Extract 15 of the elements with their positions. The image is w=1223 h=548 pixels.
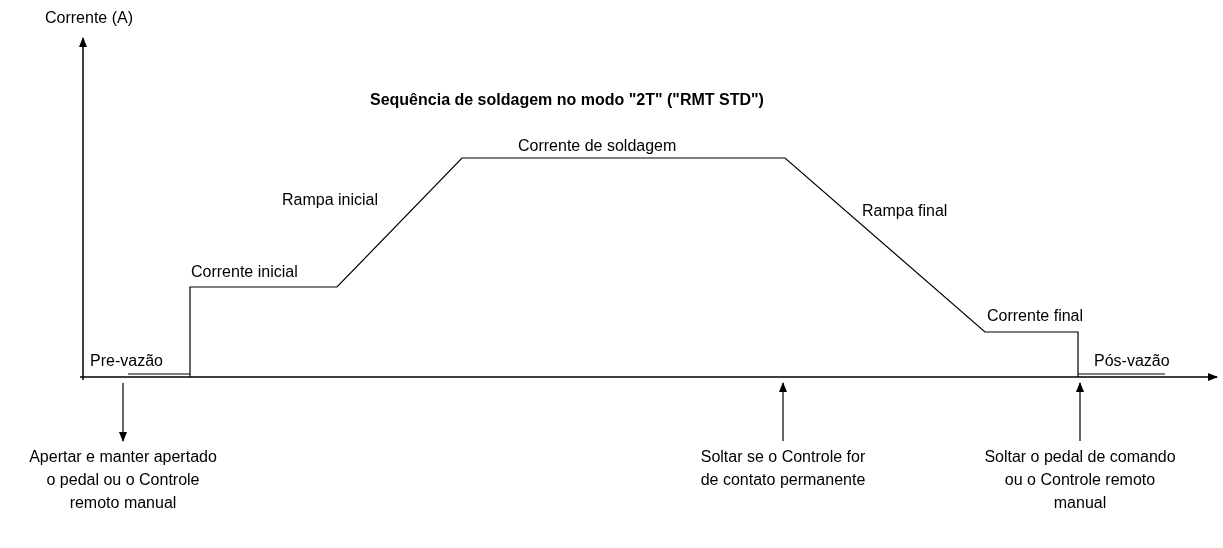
arrow xyxy=(1076,382,1084,442)
instruction-text: Soltar se o Controle for de contato permanente xyxy=(693,445,873,491)
arrow xyxy=(119,382,127,442)
instruction-text: Apertar e manter apertado o pedal ou o Controle remoto manual xyxy=(23,445,223,514)
segment-label: Corrente inicial xyxy=(191,262,298,281)
segment-label: Rampa final xyxy=(862,201,948,220)
axis-label: Corrente (A) xyxy=(45,8,134,27)
instruction-text: Soltar o pedal de comando ou o Controle remoto manual xyxy=(977,445,1183,514)
segment-label: Pós-vazão xyxy=(1094,351,1170,370)
segment-label: Rampa inicial xyxy=(282,190,379,209)
arrow xyxy=(779,382,787,442)
chart-title: Sequência de soldagem no modo "2T" ("RMT STD") xyxy=(370,90,764,109)
segment-label: Corrente final xyxy=(987,306,1084,325)
segment-label: Corrente de soldagem xyxy=(518,136,677,155)
segment-label: Pre-vazão xyxy=(90,351,163,370)
